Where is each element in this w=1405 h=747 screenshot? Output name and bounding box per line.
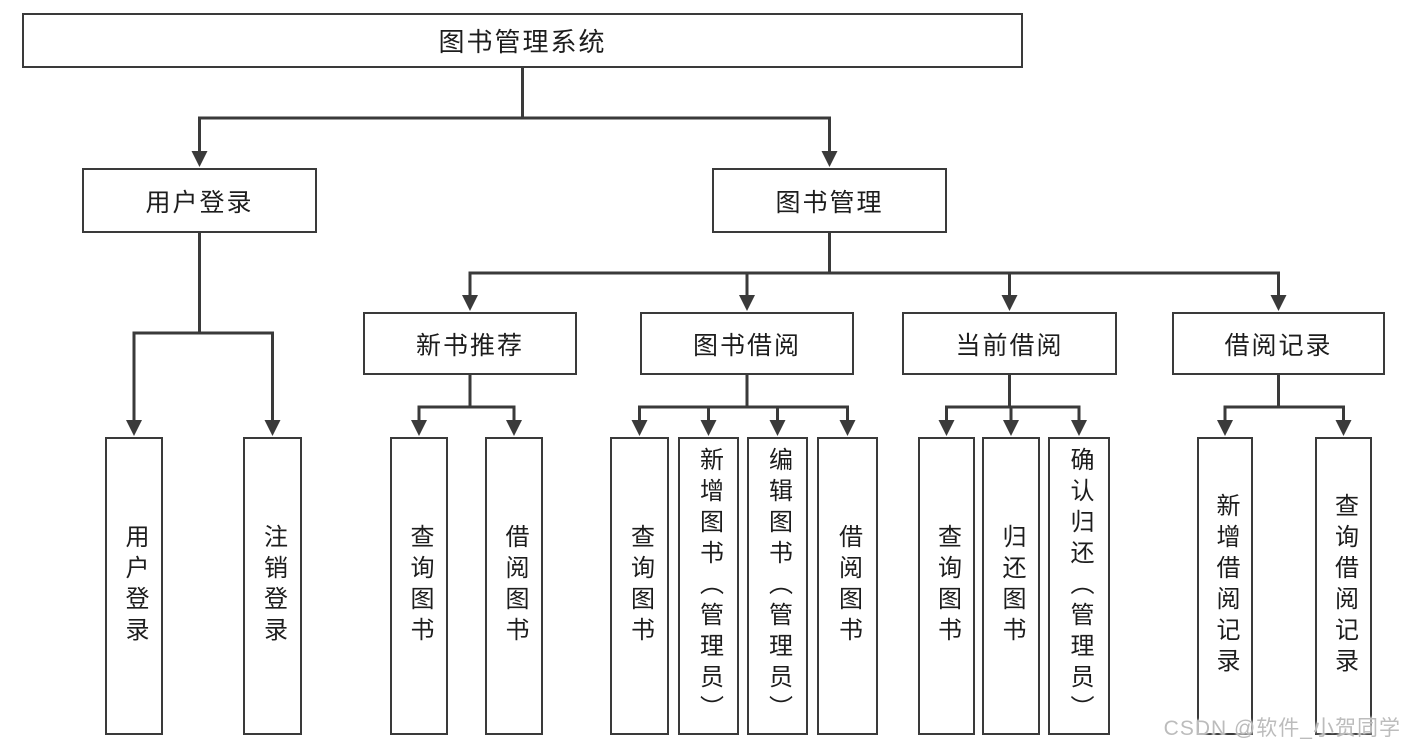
node-label-borrow-records: 借阅记录	[1224, 331, 1333, 360]
node-label-leaf-edit-book: 编辑图书（管理员）	[764, 446, 792, 726]
node-leaf-logout: 注销登录	[243, 437, 302, 735]
node-label-leaf-query-borrow-record: 查询借阅记录	[1330, 493, 1358, 679]
node-leaf-query-book-2: 查询图书	[610, 437, 669, 735]
node-book-borrow: 图书借阅	[640, 312, 854, 375]
node-label-root: 图书管理系统	[438, 27, 607, 57]
node-label-leaf-return-book: 归还图书	[998, 524, 1025, 648]
node-book-mgmt: 图书管理	[712, 168, 947, 233]
node-label-book-borrow: 图书借阅	[692, 331, 801, 360]
node-label-user-login: 用户登录	[145, 188, 254, 217]
node-label-new-book-rec: 新书推荐	[415, 331, 524, 360]
node-leaf-confirm-return: 确认归还（管理员）	[1048, 437, 1110, 735]
node-label-leaf-borrow-book-1: 借阅图书	[501, 524, 528, 648]
node-leaf-user-login: 用户登录	[105, 437, 163, 735]
node-leaf-query-borrow-record: 查询借阅记录	[1315, 437, 1372, 735]
node-leaf-return-book: 归还图书	[982, 437, 1040, 735]
node-leaf-edit-book: 编辑图书（管理员）	[747, 437, 808, 735]
node-leaf-query-book-3: 查询图书	[918, 437, 975, 735]
node-leaf-borrow-book-2: 借阅图书	[817, 437, 878, 735]
node-label-leaf-borrow-book-2: 借阅图书	[834, 524, 862, 648]
csdn-watermark: CSDN @软件_小贺同学	[1163, 717, 1401, 740]
node-leaf-add-book: 新增图书（管理员）	[678, 437, 739, 735]
node-root: 图书管理系统	[22, 13, 1023, 68]
node-label-leaf-query-book-1: 查询图书	[406, 524, 433, 648]
node-label-leaf-add-book: 新增图书（管理员）	[695, 446, 723, 726]
node-leaf-query-book-1: 查询图书	[390, 437, 448, 735]
node-label-book-mgmt: 图书管理	[775, 188, 884, 217]
node-label-leaf-confirm-return: 确认归还（管理员）	[1066, 446, 1093, 726]
node-current-borrow: 当前借阅	[902, 312, 1117, 375]
node-label-leaf-query-book-3: 查询图书	[933, 524, 961, 648]
node-borrow-records: 借阅记录	[1172, 312, 1385, 375]
node-new-book-rec: 新书推荐	[363, 312, 577, 375]
node-label-leaf-user-login: 用户登录	[121, 524, 148, 648]
node-label-current-borrow: 当前借阅	[955, 331, 1064, 360]
node-leaf-borrow-book-1: 借阅图书	[485, 437, 543, 735]
node-leaf-add-borrow-record: 新增借阅记录	[1197, 437, 1253, 735]
node-label-leaf-add-borrow-record: 新增借阅记录	[1212, 493, 1239, 679]
node-label-leaf-logout: 注销登录	[259, 524, 287, 648]
node-user-login: 用户登录	[82, 168, 317, 233]
node-label-leaf-query-book-2: 查询图书	[626, 524, 654, 648]
